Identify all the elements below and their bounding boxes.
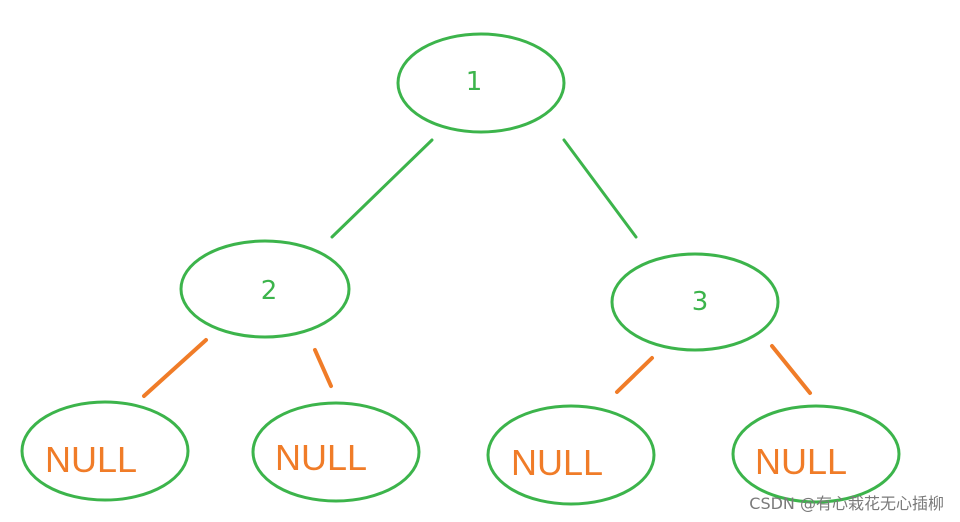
null-leaf-4-outline xyxy=(731,404,901,504)
null-leaf-4-label: NULL xyxy=(755,441,847,482)
edge-3-to-null-left xyxy=(615,356,654,394)
null-leaf-1-label: NULL xyxy=(45,439,137,480)
tree-node-3: 3 xyxy=(610,252,780,352)
node-2-outline xyxy=(179,239,351,339)
node-1-label: 1 xyxy=(466,67,483,97)
null-leaf-3-outline xyxy=(486,404,656,506)
node-2-label: 2 xyxy=(261,276,278,306)
csdn-watermark: CSDN @有心栽花无心插柳 xyxy=(749,494,944,513)
null-leaf-2-outline xyxy=(251,401,421,503)
node-1-outline xyxy=(396,32,566,134)
tree-node-2: 2 xyxy=(179,239,351,339)
null-leaf-2-label: NULL xyxy=(275,437,367,478)
edge-1-to-2 xyxy=(330,138,434,239)
null-leaf-3-label: NULL xyxy=(511,442,603,483)
node-3-label: 3 xyxy=(692,287,709,317)
null-leaf-1: NULL xyxy=(20,400,190,502)
tree-node-1: 1 xyxy=(396,32,566,134)
null-leaf-3: NULL xyxy=(486,404,656,506)
node-3-outline xyxy=(610,252,780,352)
null-leaf-2: NULL xyxy=(251,401,421,503)
edge-1-to-3 xyxy=(562,138,638,239)
null-leaf-1-outline xyxy=(20,400,190,502)
edge-2-to-null-right xyxy=(313,348,333,388)
edge-2-to-null-left xyxy=(142,338,208,398)
null-leaf-4: NULL xyxy=(731,404,901,504)
edge-3-to-null-right xyxy=(770,344,812,395)
